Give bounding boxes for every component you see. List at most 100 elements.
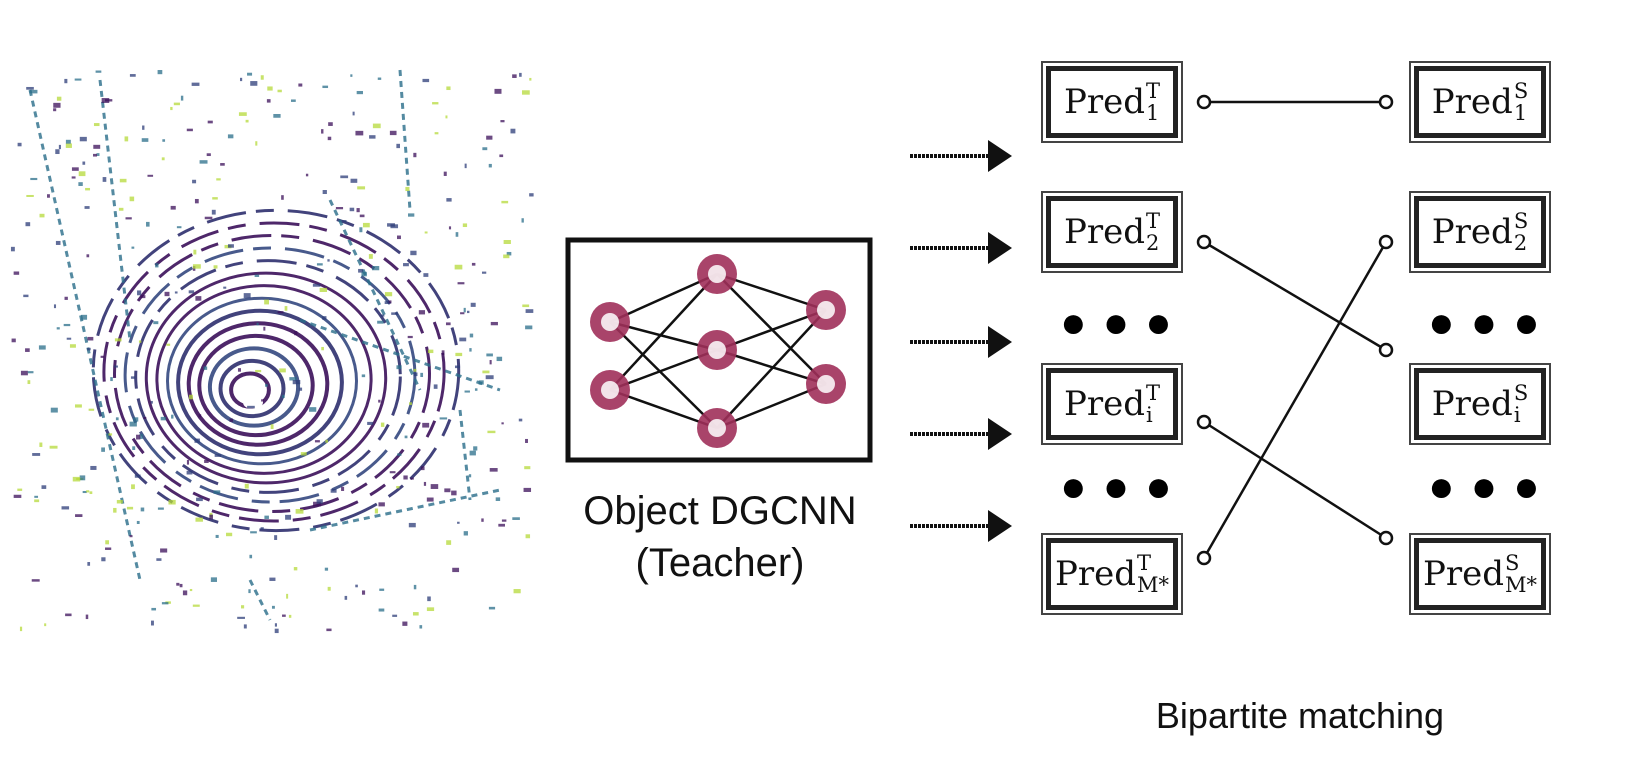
lidar-point [389, 130, 397, 136]
pred-superscript: T [1146, 209, 1161, 233]
lidar-point [240, 605, 245, 609]
lidar-point [321, 346, 324, 351]
lidar-point [129, 535, 133, 538]
lidar-point [147, 174, 154, 177]
lidar-point [327, 259, 330, 262]
lidar-point [198, 414, 202, 418]
lidar-point [150, 620, 154, 626]
lidar-point [126, 506, 134, 510]
lidar-point [485, 375, 494, 380]
lidar-point [74, 404, 82, 408]
lidar-point [293, 567, 298, 571]
lidar-ring [91, 208, 461, 533]
lidar-point [470, 302, 476, 307]
pred-superscript: T [1146, 381, 1161, 405]
lidar-point [180, 95, 184, 101]
lidar-point [116, 499, 123, 504]
lidar-point [194, 198, 199, 204]
lidar-point [61, 506, 70, 510]
lidar-point [277, 311, 284, 314]
network-node-core [817, 375, 835, 393]
lidar-point [182, 590, 188, 596]
lidar-point [239, 77, 243, 82]
lidar-point [78, 182, 83, 186]
lidar-point [49, 445, 58, 449]
lidar-point [427, 596, 431, 602]
lidar-point [487, 430, 496, 434]
lidar-point [396, 365, 402, 370]
lidar-point [224, 244, 232, 249]
lidar-point [85, 614, 89, 620]
lidar-point [433, 384, 438, 389]
lidar-point [495, 497, 501, 501]
lidar-point [137, 290, 142, 296]
pred-superscript: T [1137, 551, 1152, 575]
lidar-point [100, 355, 105, 358]
lidar-point [150, 400, 153, 404]
lidar-point [86, 490, 90, 493]
lidar-point [209, 514, 213, 520]
lidar-point [56, 96, 62, 101]
lidar-point [66, 337, 72, 340]
lidar-point [443, 171, 447, 176]
lidar-point [269, 577, 276, 581]
lidar-point [247, 405, 255, 409]
lidar-point [188, 290, 195, 294]
lidar-point [463, 307, 466, 313]
lidar-point [396, 143, 400, 149]
lidar-point [71, 176, 76, 179]
lidar-point [316, 263, 323, 266]
lidar-point [419, 625, 423, 629]
lidar-point [160, 548, 168, 553]
lidar-point [434, 132, 439, 135]
lidar-point [13, 494, 22, 498]
lidar-point [305, 173, 309, 177]
lidar-point [446, 540, 452, 545]
lidar-point [498, 523, 505, 527]
link-endpoint [1378, 234, 1394, 250]
lidar-point [420, 466, 425, 471]
lidar-point [95, 70, 102, 73]
lidar-point [140, 507, 145, 512]
lidar-point [162, 139, 166, 142]
network-node-core [601, 381, 619, 399]
lidar-point [358, 268, 364, 273]
lidar-point [93, 153, 97, 157]
lidar-point [430, 484, 439, 489]
lidar-point [30, 177, 38, 181]
network-edge [609, 273, 718, 391]
pred-label: Pred [1422, 554, 1504, 594]
lidar-point [314, 440, 320, 443]
lidar-point [525, 309, 534, 313]
lidar-point [132, 446, 136, 450]
lidar-point [140, 295, 146, 299]
lidar-point [78, 171, 86, 177]
lidar-point [141, 138, 149, 142]
lidar-point [525, 438, 528, 443]
lidar-point [191, 82, 200, 86]
lidar-point [86, 254, 90, 258]
lidar-ring [113, 234, 431, 513]
lidar-scatter [10, 70, 534, 634]
lidar-point [108, 433, 113, 436]
lidar-point [289, 377, 297, 381]
lidar-point [459, 337, 467, 342]
lidar-point [41, 485, 47, 489]
lidar-point [471, 262, 476, 266]
lidar-point [284, 306, 288, 311]
lidar-point [207, 120, 213, 124]
lidar-point [161, 157, 165, 161]
lidar-point [88, 408, 95, 411]
lidar-point [243, 293, 251, 299]
lidar-point [397, 453, 402, 456]
lidar-point [396, 235, 401, 240]
lidar-point [455, 352, 463, 357]
lidar-point [274, 535, 278, 540]
lidar-point [427, 349, 434, 354]
link-endpoint [1196, 94, 1212, 110]
lidar-point [361, 590, 366, 595]
lidar-point [65, 139, 71, 144]
lidar-point [93, 123, 100, 127]
